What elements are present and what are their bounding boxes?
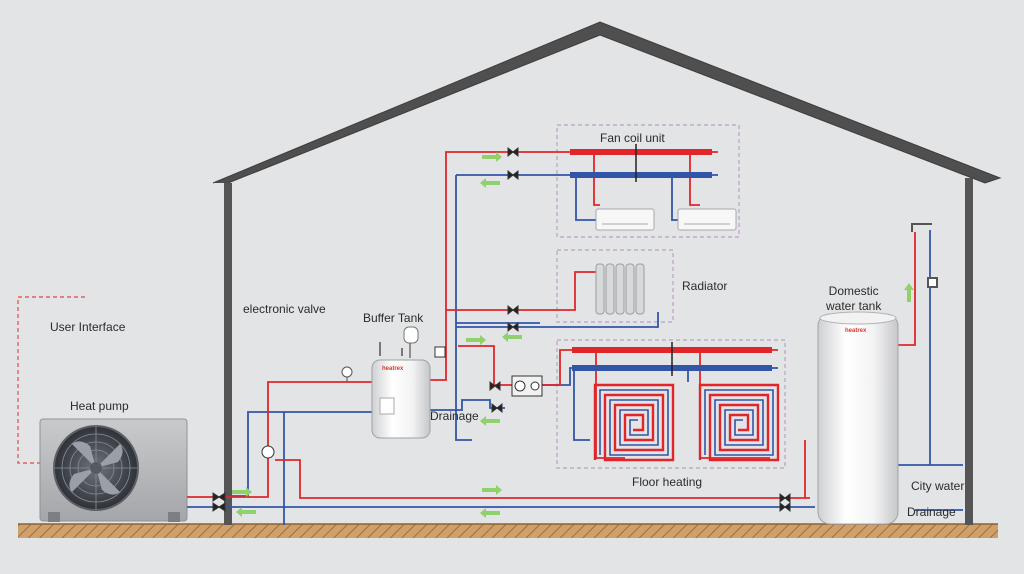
- domestic-water-tank-label: Domestic water tank: [826, 284, 882, 313]
- city-water-label: City water: [911, 479, 965, 493]
- flow-arrow-right-icon: [232, 487, 252, 497]
- electronic-valve-icon: [261, 445, 275, 459]
- fan-coil-indoor-units: [595, 208, 737, 231]
- flow-arrow-left-icon: [502, 332, 522, 342]
- fan-coil-unit-label: Fan coil unit: [600, 131, 665, 145]
- flow-arrow-up-icon: [904, 283, 914, 302]
- flow-arrows: [232, 152, 914, 518]
- flow-arrow-left-icon: [236, 507, 256, 517]
- heat-pump-label: Heat pump: [70, 399, 129, 413]
- electronic-valve-label: electronic valve: [243, 302, 326, 316]
- supply-pipes: [187, 151, 916, 499]
- flow-arrow-right-icon: [482, 485, 502, 495]
- domestic-water-tank: [817, 311, 899, 525]
- floor-heating-label: Floor heating: [632, 475, 703, 489]
- flow-arrow-right-icon: [482, 152, 502, 162]
- user-interface-label: User Interface: [50, 320, 126, 334]
- house-outline: [212, 21, 1002, 525]
- faucet-icon: [911, 223, 938, 288]
- floor-heating-loops: [593, 383, 780, 462]
- fan-blades-icon: [69, 441, 123, 495]
- radiator-unit: [595, 263, 645, 315]
- buffer-tank-logo: heatrex: [382, 366, 404, 372]
- domestic-tank-logo: heatrex: [845, 328, 867, 334]
- fan-coil-manifolds: [570, 144, 712, 182]
- buffer-drainage-label: Drainage: [430, 409, 479, 423]
- tank-drainage-label: Drainage: [907, 505, 956, 519]
- component-boxes: [556, 124, 786, 469]
- heat-pump-unit: [39, 418, 188, 522]
- radiator-label: Radiator: [682, 279, 728, 293]
- flow-arrow-left-icon: [480, 178, 500, 188]
- expansion-valve-icon: [434, 346, 446, 358]
- flow-arrow-left-icon: [480, 416, 500, 426]
- pump-icon: [514, 380, 526, 392]
- buffer-tank-label: Buffer Tank: [363, 311, 424, 325]
- ground: [18, 523, 998, 538]
- buffer-tank: [341, 326, 431, 439]
- valves: [212, 146, 791, 513]
- pump-icon: [530, 381, 540, 391]
- flow-arrow-right-icon: [466, 335, 486, 345]
- user-interface-cable: [17, 296, 85, 464]
- flow-arrow-left-icon: [480, 508, 500, 518]
- floor-heating-manifolds: [572, 342, 772, 376]
